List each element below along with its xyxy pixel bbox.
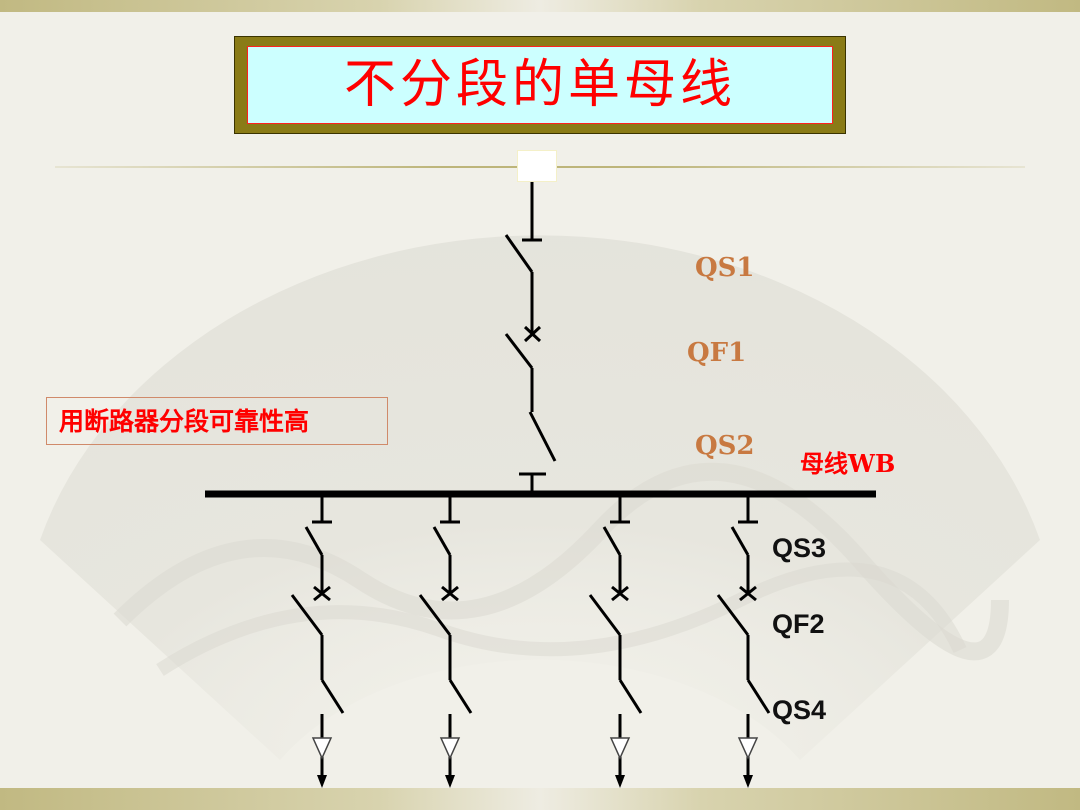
label-qs2: QS2 bbox=[695, 431, 755, 461]
fan-background-illustration bbox=[40, 235, 1040, 760]
label-qf1: QF1 bbox=[687, 338, 747, 368]
label-qs1: QS1 bbox=[695, 253, 755, 283]
feeder-3 bbox=[588, 494, 643, 788]
title-box: 不分段的单母线 bbox=[247, 46, 833, 124]
note-box: 用断路器分段可靠性高 bbox=[46, 397, 388, 445]
feeder-4 bbox=[716, 494, 771, 788]
slide-title: 不分段的单母线 bbox=[343, 55, 736, 115]
title-frame: 不分段的单母线 bbox=[234, 36, 846, 134]
bus-label: 母线WB bbox=[800, 449, 896, 478]
note-text: 用断路器分段可靠性高 bbox=[59, 406, 310, 436]
feeder-1 bbox=[290, 494, 345, 788]
label-qs3: QS3 bbox=[772, 533, 827, 563]
incoming-circuit bbox=[504, 182, 557, 494]
bottom-decorative-band bbox=[0, 788, 1080, 810]
power-source-box bbox=[517, 150, 557, 182]
label-qs4: QS4 bbox=[772, 695, 827, 725]
feeder-2 bbox=[418, 494, 473, 788]
label-qf2: QF2 bbox=[772, 609, 825, 639]
top-decorative-band bbox=[0, 0, 1080, 12]
